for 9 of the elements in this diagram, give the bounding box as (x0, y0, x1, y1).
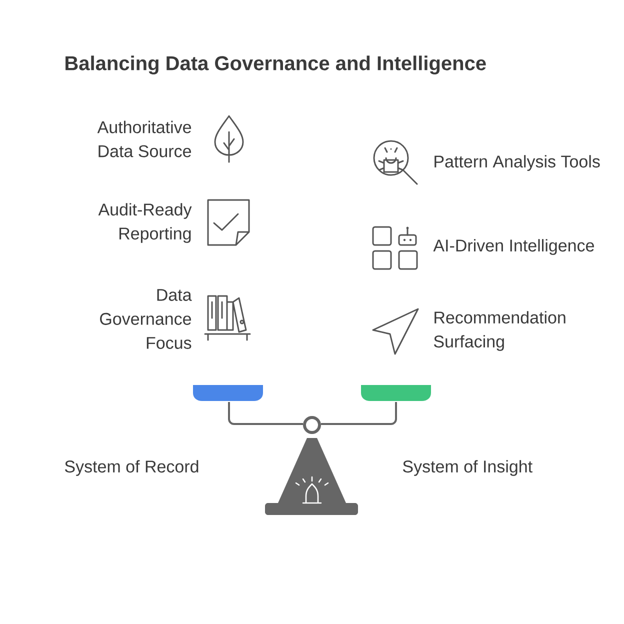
label-text: System of Insight (402, 460, 532, 476)
label-text: AI-Driven Intelligence (433, 239, 594, 255)
label-text: Audit-Ready Reporting (98, 203, 192, 243)
label-text: Authoritative Data Source (97, 120, 192, 158)
label-text: Recommendation Surfacing (434, 311, 566, 351)
label-text: System of Record (64, 460, 198, 476)
title: Balancing Data Governance and Intelligence (66, 56, 486, 74)
label-text: Data Governance Focus (100, 289, 192, 349)
label-text: Pattern Analysis Tools (434, 155, 600, 171)
